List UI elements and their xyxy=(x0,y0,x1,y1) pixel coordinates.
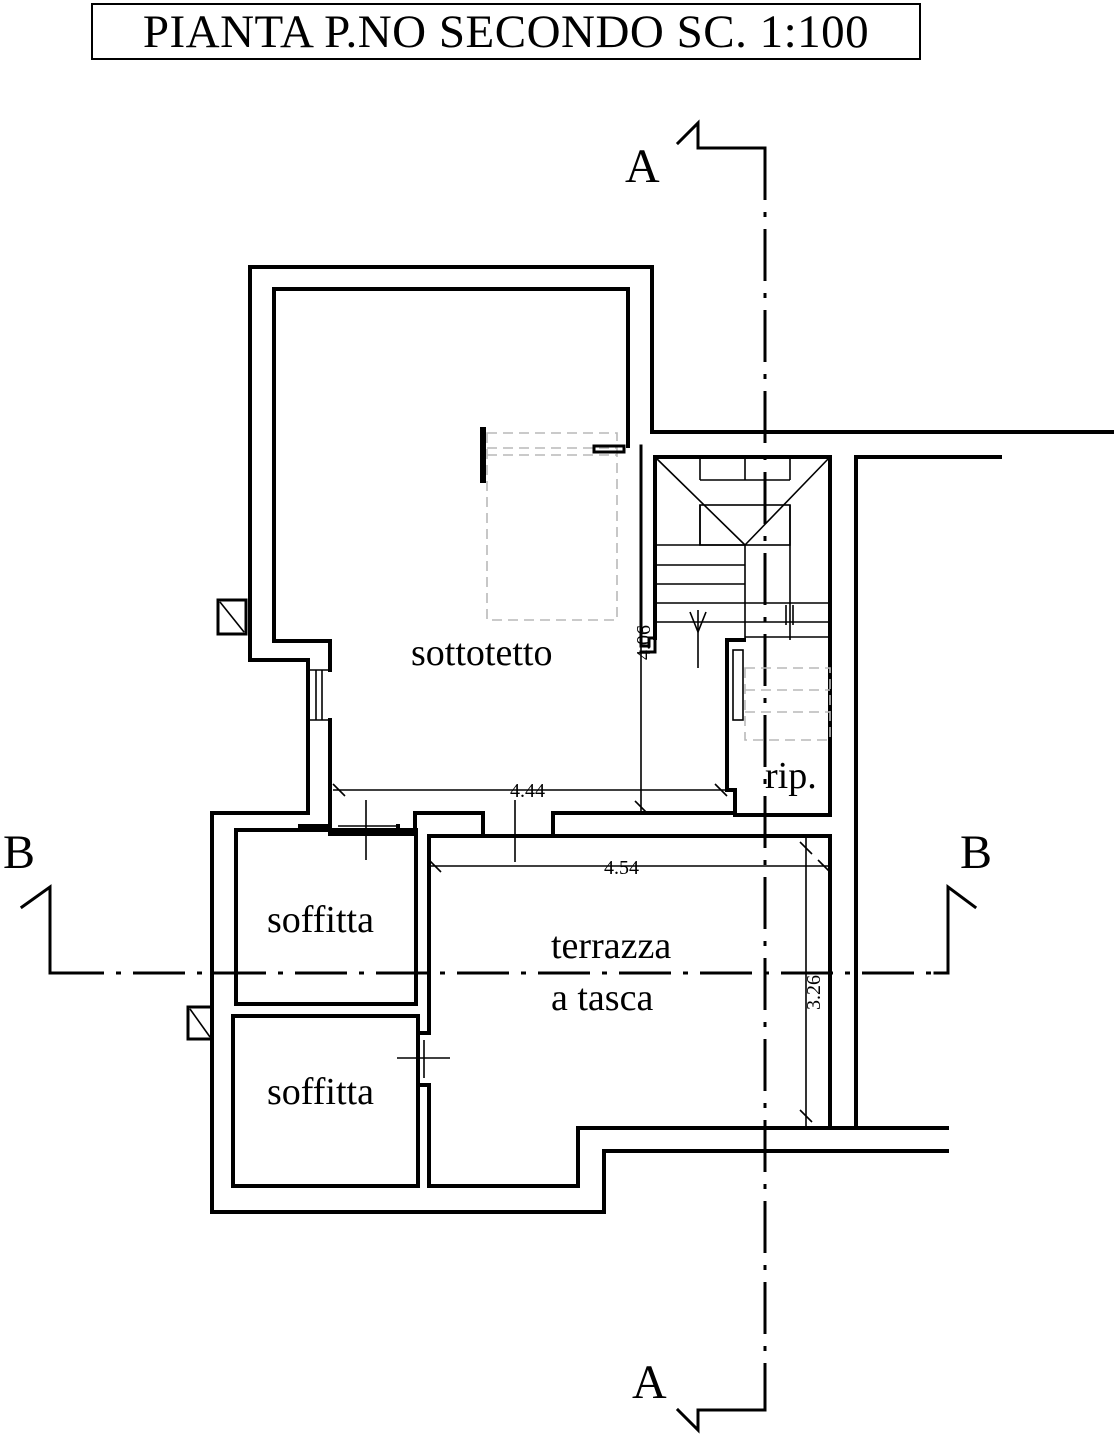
section-marker-a-top: A xyxy=(625,140,660,193)
staircase xyxy=(654,456,831,668)
section-marker-b-right: B xyxy=(960,826,992,879)
room-label-soffitta: soffitta xyxy=(267,899,374,941)
vent-icon xyxy=(216,598,248,636)
room-label-sottotetto: sottotetto xyxy=(411,632,552,674)
vent-icon xyxy=(186,1005,214,1041)
dimension-label: 3.26 xyxy=(803,975,825,1010)
soffitta-walls xyxy=(231,828,420,1188)
dimension-label: 4.44 xyxy=(510,780,545,802)
dimension-lines xyxy=(332,646,831,1128)
dimension-label: 4.06 xyxy=(633,625,655,660)
section-marker-b-left: B xyxy=(3,826,35,879)
exterior-walls xyxy=(210,265,1114,1214)
loft-hatch xyxy=(480,427,657,654)
room-label-soffitta: soffitta xyxy=(267,1071,374,1113)
room-label-rip: rip. xyxy=(765,755,817,797)
dimension-label: 4.54 xyxy=(604,857,639,879)
section-axis-b xyxy=(19,884,978,975)
room-label-terrazza: terrazza xyxy=(551,925,671,967)
section-axis-a xyxy=(675,119,767,1434)
room-label-terrazza-sub: a tasca xyxy=(551,977,653,1019)
section-marker-a-bottom: A xyxy=(632,1356,667,1409)
door-marks xyxy=(338,800,516,1078)
rip-storage xyxy=(732,649,831,741)
plan-title: PIANTA P.NO SECONDO SC. 1:100 xyxy=(91,3,921,60)
